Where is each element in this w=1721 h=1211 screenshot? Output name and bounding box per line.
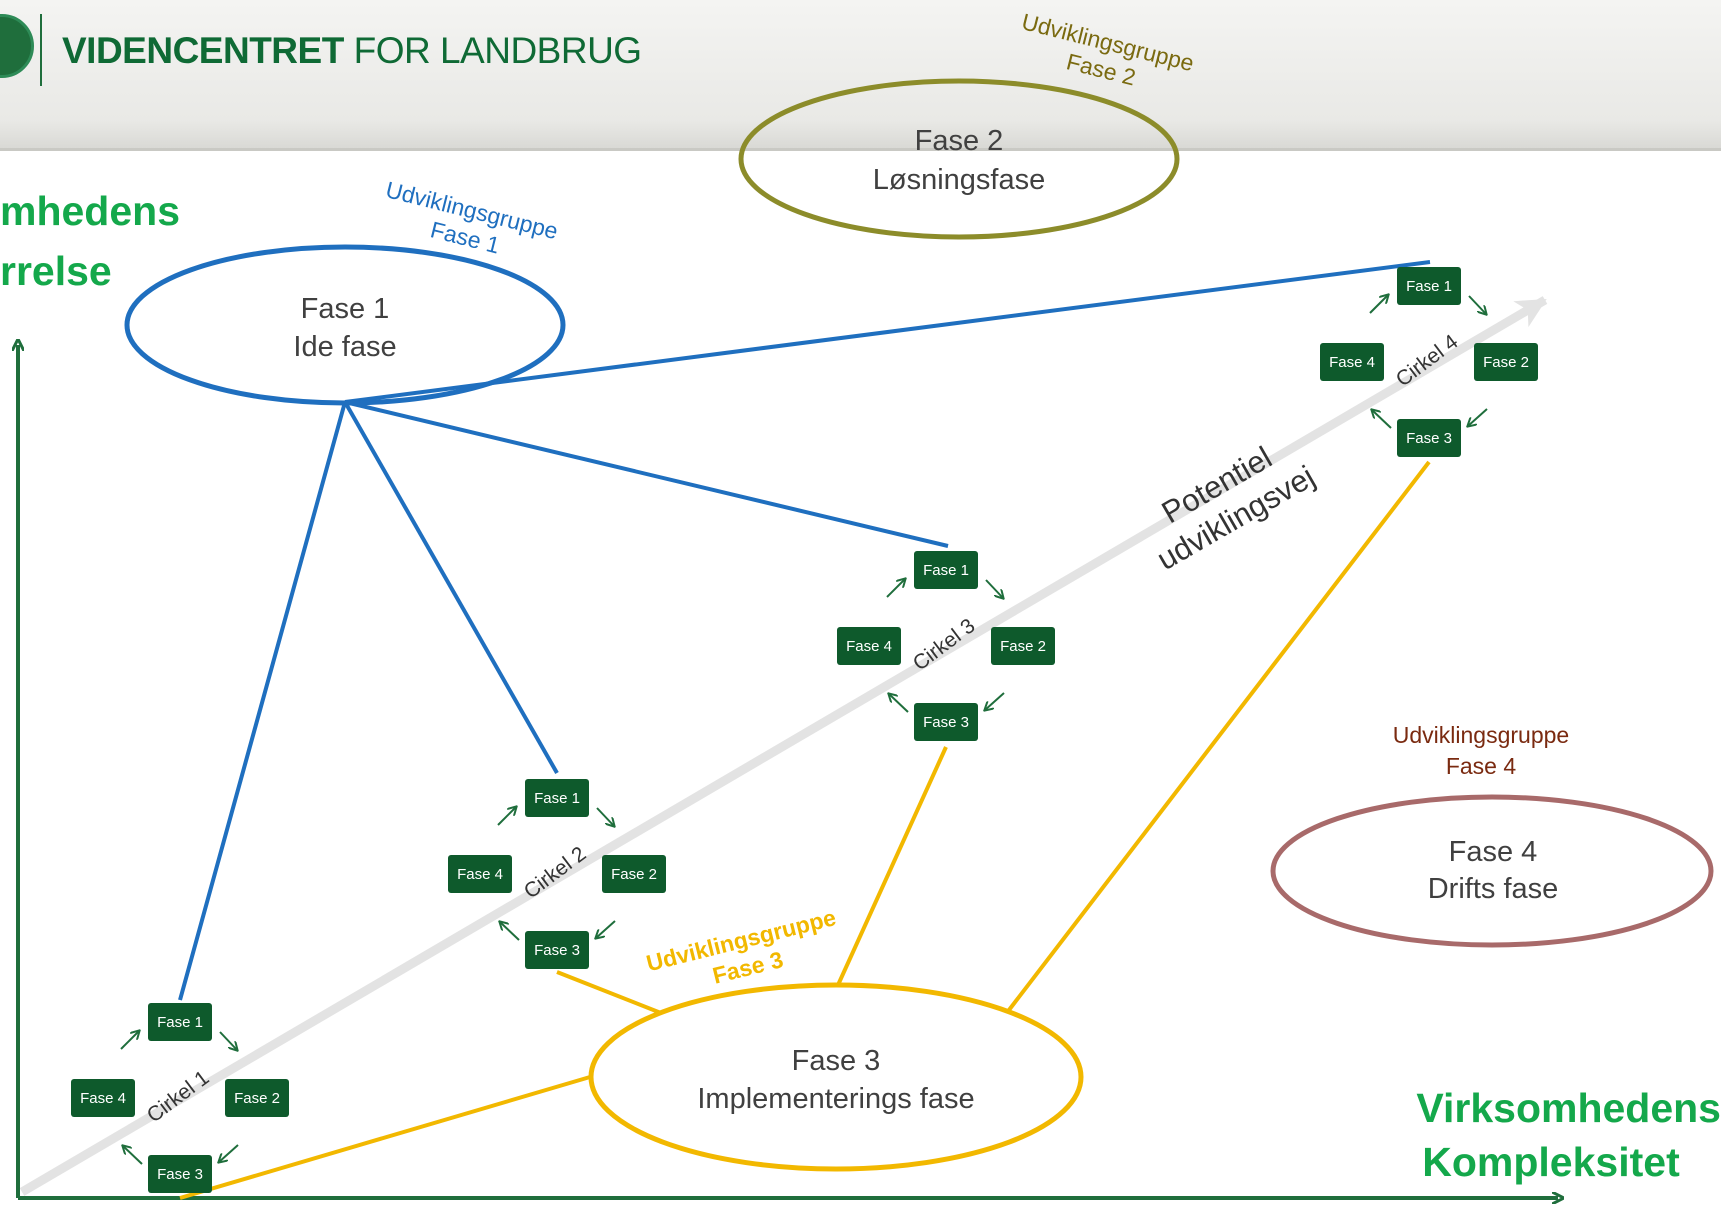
cycle-3-arrow-3 [985, 692, 1005, 710]
phase3-ellipse [588, 982, 1084, 1172]
y-axis-label-line2: rrelse [0, 248, 112, 294]
cycle-4-arrow-4 [1372, 410, 1392, 429]
cycle-1-label: Cirkel 1 [143, 1066, 214, 1127]
cycle-2-arrow-3 [596, 920, 616, 938]
header-banner: VIDENCENTRET FOR LANDBRUG [0, 0, 1721, 150]
phase1-subtitle: Ide fase [293, 331, 396, 363]
cycle-1-box-top-label: Fase 1 [157, 1014, 203, 1031]
group4-label-line2: Fase 4 [1446, 753, 1517, 779]
cycle-3-box-top [914, 551, 978, 589]
cycle-1-arrow-4 [123, 1146, 143, 1165]
cycle-4-box-left [1320, 343, 1384, 381]
cycle-1-box-bottom-label: Fase 3 [157, 1166, 203, 1183]
cycle-2-box-top [525, 779, 589, 817]
brand-bold: VIDENCENTRET [62, 30, 344, 71]
group1-label: Udviklingsgruppe Fase 1 [383, 176, 560, 258]
x-axis-label-line1: Virksomhedens [1416, 1085, 1721, 1131]
phase3-subtitle: Implementerings fase [697, 1083, 974, 1115]
cycle-2-box-left [448, 855, 512, 893]
cycle-2-box-right [602, 855, 666, 893]
cycle-3-arrow-1 [886, 579, 905, 598]
cycle-3-arrow-4 [889, 694, 909, 713]
phase4-title: Fase 4 [1449, 836, 1538, 868]
phase3-connectors [179, 460, 1431, 1200]
group3-label: Udviklingsgruppe Fase 3 [644, 904, 839, 989]
cycle-4-box-top [1397, 267, 1461, 305]
cycle-3-box-bottom [914, 703, 978, 741]
cycle-1-arrow-3 [219, 1144, 239, 1162]
cycle-2-box-top-label: Fase 1 [534, 790, 580, 807]
cycle-4-box-right-label: Fase 2 [1483, 354, 1529, 371]
phase4-ellipse [1270, 794, 1714, 948]
cycle-3: Cirkel 3 Fase 1 Fase 2 Fase 3 Fase 4 [837, 551, 1055, 741]
cycle-1: Cirkel 1 Fase 1 Fase 2 Fase 3 Fase 4 [71, 1003, 289, 1193]
header-divider [0, 148, 1721, 151]
cycle-2-box-bottom [525, 931, 589, 969]
cycle-1-box-left-label: Fase 4 [80, 1090, 126, 1107]
phase2-subtitle: Løsningsfase [873, 164, 1046, 196]
cycle-2-label: Cirkel 2 [520, 842, 591, 903]
cycle-3-label: Cirkel 3 [909, 614, 980, 675]
cycle-3-box-right [991, 627, 1055, 665]
cycle-3-box-right-label: Fase 2 [1000, 638, 1046, 655]
cycle-3-box-left [837, 627, 901, 665]
cycle-4-box-top-label: Fase 1 [1406, 278, 1452, 295]
cycle-4-arrow-3 [1468, 408, 1488, 426]
cycle-1-box-right [225, 1079, 289, 1117]
cycle-4-box-left-label: Fase 4 [1329, 354, 1375, 371]
cycle-1-box-bottom [148, 1155, 212, 1193]
cycle-1-arrow-1 [120, 1031, 139, 1050]
cycle-4-box-bottom [1397, 419, 1461, 457]
cycle-2: Cirkel 2 Fase 1 Fase 2 Fase 3 Fase 4 [448, 779, 666, 969]
group4-label-line1: Udviklingsgruppe [1393, 722, 1569, 748]
phase1-ellipse [124, 244, 566, 406]
cycle-4: Cirkel 4 Fase 1 Fase 2 Fase 3 Fase 4 [1320, 267, 1538, 457]
phase1-connectors [178, 260, 1431, 1001]
cycle-1-arrow-2 [219, 1031, 237, 1050]
brand-name: VIDENCENTRET FOR LANDBRUG [62, 30, 642, 72]
cycle-4-arrow-1 [1369, 295, 1388, 314]
cycle-4-box-right [1474, 343, 1538, 381]
cycle-3-box-top-label: Fase 1 [923, 562, 969, 579]
cycle-2-box-bottom-label: Fase 3 [534, 942, 580, 959]
cycle-2-arrow-1 [497, 807, 516, 826]
cycle-1-box-right-label: Fase 2 [234, 1090, 280, 1107]
cycle-2-arrow-4 [500, 922, 520, 941]
logo-separator [40, 14, 42, 86]
y-axis-label-line1: mhedens [0, 188, 180, 234]
cycle-4-label: Cirkel 4 [1392, 330, 1463, 391]
cycle-3-arrow-2 [985, 579, 1003, 598]
phase4-subtitle: Drifts fase [1428, 873, 1559, 905]
phase2-title: Fase 2 [915, 125, 1004, 157]
cycle-4-box-bottom-label: Fase 3 [1406, 430, 1452, 447]
phase3-title: Fase 3 [792, 1045, 881, 1077]
cycle-2-box-left-label: Fase 4 [457, 866, 503, 883]
phase2-ellipse [738, 78, 1180, 240]
cycle-1-box-left [71, 1079, 135, 1117]
development-path-line [19, 296, 1548, 1196]
brand-rest: FOR LANDBRUG [343, 30, 642, 71]
cycle-4-arrow-2 [1468, 295, 1486, 314]
cycle-3-box-bottom-label: Fase 3 [923, 714, 969, 731]
cycle-2-box-right-label: Fase 2 [611, 866, 657, 883]
cycle-1-box-top [148, 1003, 212, 1041]
cycle-3-box-left-label: Fase 4 [846, 638, 892, 655]
cycle-2-arrow-2 [596, 807, 614, 826]
x-axis-label-line2: Kompleksitet [1422, 1139, 1680, 1185]
phase1-title: Fase 1 [301, 293, 390, 325]
